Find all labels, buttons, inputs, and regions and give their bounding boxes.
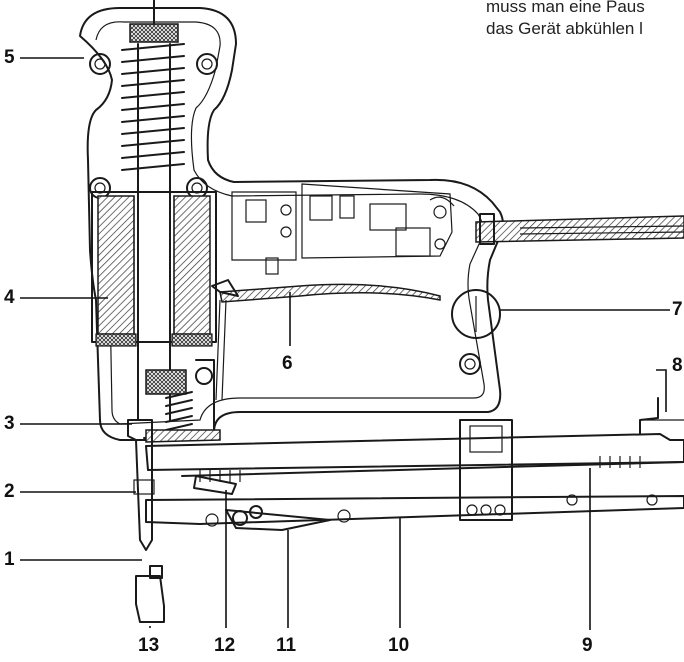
electronics-board: [231, 191, 297, 261]
label-8: 8: [672, 355, 683, 376]
magazine-rail: [145, 433, 684, 471]
label-2: 2: [4, 481, 15, 502]
label-13: 13: [138, 635, 160, 656]
capacitor: [451, 289, 501, 339]
handle-housing: [79, 7, 504, 441]
handle-inner-outline: [95, 21, 485, 425]
spring-cap: [129, 23, 179, 43]
label-6: 6: [282, 353, 293, 374]
return-spring: [121, 43, 185, 171]
removed-part-13: [135, 575, 165, 623]
label-9: 9: [582, 635, 593, 656]
label-3: 3: [4, 413, 15, 434]
leader-8: [656, 369, 667, 412]
pusher-block: [459, 419, 513, 521]
caption-text: muss man eine Paus das Gerät abkühlen l: [486, 0, 684, 40]
coil-frame: [91, 191, 217, 343]
solenoid-coil-right: [173, 195, 211, 335]
boss-top-left: [89, 53, 111, 75]
buffer-spring: [165, 391, 193, 431]
label-12: 12: [214, 635, 236, 656]
caption-line-2: das Gerät abkühlen l: [486, 19, 643, 38]
label-7: 7: [672, 299, 683, 320]
caption-line-1: muss man eine Paus: [486, 0, 645, 16]
boss-top-right: [196, 53, 218, 75]
base-plate: [145, 495, 684, 525]
label-10: 10: [388, 635, 410, 656]
pivot-screw: [195, 367, 213, 385]
trigger-linkage: [219, 283, 441, 303]
label-4: 4: [4, 287, 15, 308]
power-cable-sleeve: [475, 215, 684, 243]
boss-grip: [459, 353, 481, 375]
lever-pivot: [232, 510, 248, 526]
label-11: 11: [276, 635, 297, 656]
label-5: 5: [4, 47, 15, 68]
solenoid-coil-left: [97, 195, 135, 335]
boss-mid-right: [186, 177, 208, 199]
label-1: 1: [4, 549, 15, 570]
nose-piece: [127, 419, 153, 551]
release-lever: [225, 509, 331, 531]
plunger-head: [145, 369, 187, 395]
